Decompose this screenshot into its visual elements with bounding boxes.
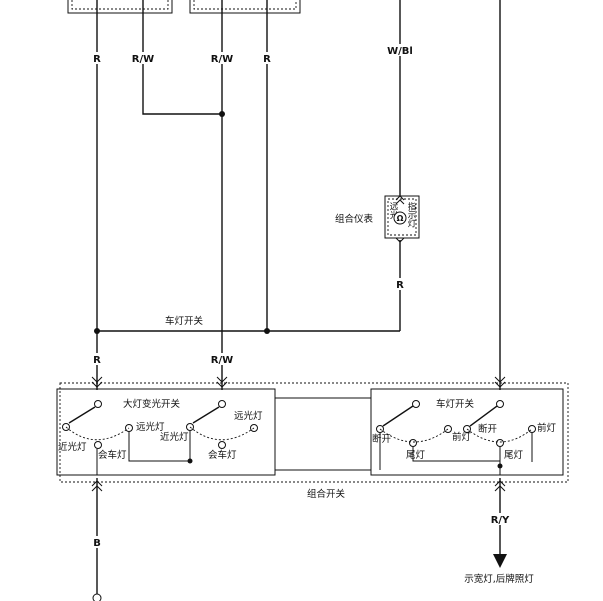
wire-label-rw-top-mid: R/W <box>211 54 233 65</box>
junctions <box>94 111 270 334</box>
wire-label-rw-top-left: R/W <box>132 54 154 65</box>
bottom-connector <box>92 593 102 601</box>
ls-off-left: 断开 <box>372 433 392 445</box>
wire-label-wbl-top: W/Bl <box>387 46 413 57</box>
wire-labels: R R/W R/W R W/Bl R R R/W B R/Y <box>91 44 512 549</box>
wire-label-b-bottom: B <box>93 538 101 549</box>
meter-indicator-left: 远光 <box>388 202 398 220</box>
ls-head-left: 前灯 <box>452 431 472 443</box>
dimmer-passing-left: 会车灯 <box>98 449 127 461</box>
wire-label-rw-switch-mid: R/W <box>211 355 233 366</box>
dimmer-high-right: 远光灯 <box>234 410 263 422</box>
wires <box>96 0 501 596</box>
meter-indicator-right: 指示灯 <box>406 201 416 228</box>
output-arrow <box>493 554 507 568</box>
light-switch-box <box>370 388 564 476</box>
ls-head-right: 前灯 <box>537 422 557 434</box>
meter-label: 组合仪表 <box>335 213 374 225</box>
meter-symbol: Ω <box>397 214 404 223</box>
meter-lamp-icon <box>393 211 407 225</box>
wire-label-ry-bottom: R/Y <box>491 515 510 526</box>
combination-meter: 组合仪表 远光 指示灯 Ω <box>335 195 420 239</box>
light-switch-wire-label: 车灯开关 <box>165 315 204 327</box>
combination-switch: 大灯变光开关 近光灯 远光灯 会车灯 近光灯 远光灯 会车灯 车灯开关 断开 尾… <box>56 382 569 483</box>
wire-label-r-switch-left: R <box>93 355 101 366</box>
dimmer-switch-title: 大灯变光开关 <box>123 398 181 410</box>
connector-chevrons <box>91 195 506 492</box>
dimmer-low-right: 近光灯 <box>160 431 189 443</box>
wire-label-r-top-left: R <box>93 54 101 65</box>
ls-off-right: 断开 <box>478 423 498 435</box>
ls-tail-right: 尾灯 <box>504 450 524 461</box>
combo-switch-label: 组合开关 <box>307 488 346 500</box>
light-switch-title: 车灯开关 <box>436 398 475 410</box>
dimmer-passing-right: 会车灯 <box>208 449 237 461</box>
dimmer-switch-box <box>56 388 276 476</box>
output-label: 示宽灯,后牌照灯 <box>464 573 534 585</box>
dimmer-high-mid: 远光灯 <box>136 421 165 433</box>
ls-tail-left: 尾灯 <box>406 450 426 461</box>
top-connectors <box>67 0 301 14</box>
wire-label-r-top-mid: R <box>263 54 271 65</box>
wire-label-r-meter-out: R <box>396 280 404 291</box>
dimmer-low-left: 近光灯 <box>58 441 87 453</box>
